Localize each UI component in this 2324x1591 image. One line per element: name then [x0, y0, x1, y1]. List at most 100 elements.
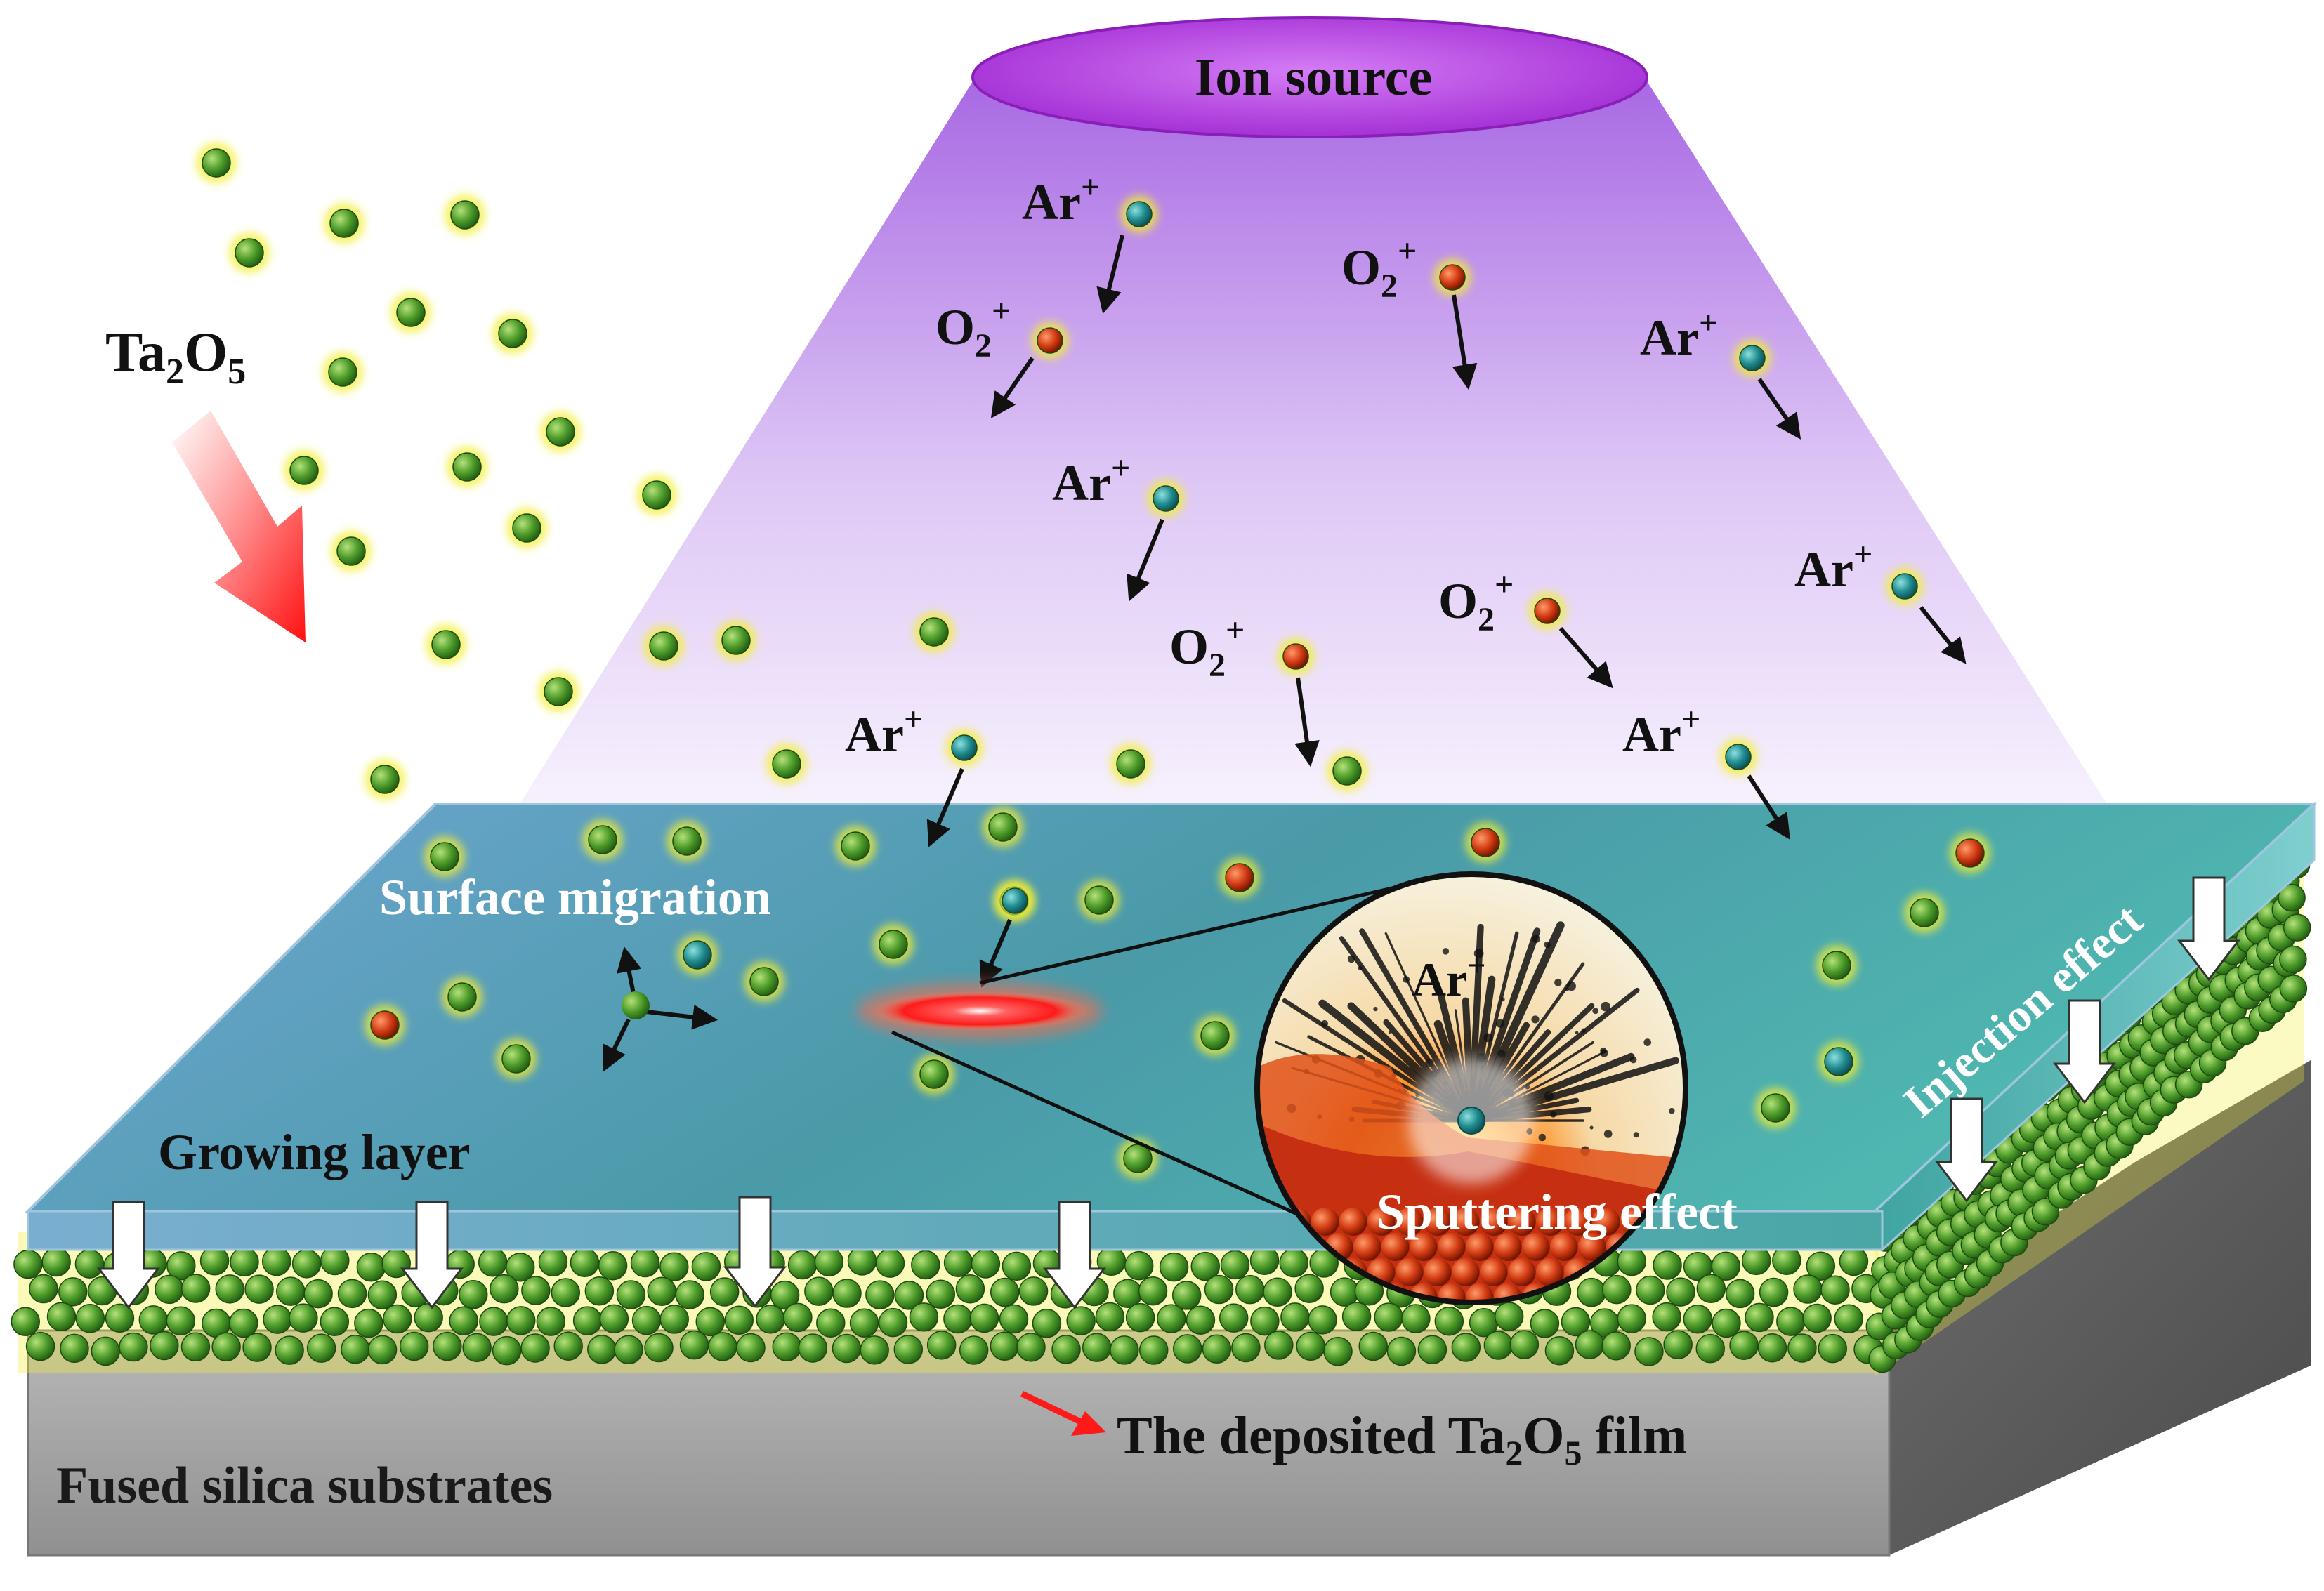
- film-particle: [276, 1276, 306, 1306]
- ion-particle: [1733, 339, 1771, 377]
- inset-atom: [1465, 1233, 1494, 1261]
- film-particle: [1263, 1277, 1292, 1307]
- film-particle: [2279, 945, 2307, 974]
- film-particle: [1451, 1333, 1481, 1362]
- incident-arrow: [979, 918, 1012, 988]
- ion-label: Ar+: [1640, 304, 1718, 366]
- film-particle: [29, 1274, 58, 1304]
- film-particle: [1711, 1251, 1741, 1281]
- film-particle: [520, 1333, 550, 1363]
- ion-arrow: [1919, 606, 1967, 664]
- sputter-fragment: [1565, 987, 1569, 991]
- film-particle: [303, 1279, 333, 1309]
- film-particle: [1294, 1274, 1324, 1303]
- ion-arrow: [1127, 518, 1164, 602]
- inset-atom: [1465, 1283, 1494, 1302]
- ta2o5-particles: [196, 143, 1990, 1179]
- ta2o5-particle: [1327, 751, 1367, 791]
- film-particle: [2279, 975, 2308, 1003]
- deposited-film-label: The deposited Ta2O5 film: [1117, 1406, 1687, 1472]
- inset-atom: [1437, 1283, 1466, 1302]
- inset-atom: [1409, 1233, 1438, 1261]
- film-particle: [13, 1249, 43, 1279]
- sputter-fragment: [1347, 955, 1355, 963]
- sputter-fragment: [1525, 1085, 1530, 1090]
- film-particle: [1602, 1274, 1632, 1305]
- film-particle: [74, 1249, 105, 1279]
- film-particle: [433, 1331, 462, 1361]
- film-particle: [166, 1251, 196, 1281]
- film-particle: [275, 1335, 304, 1365]
- ion-label: O2+: [935, 292, 1011, 364]
- film-particle: [2278, 883, 2306, 912]
- ion-label: Ar+: [1622, 701, 1700, 763]
- ion-label: O2+: [1438, 566, 1514, 638]
- incident-ar-ion: [996, 882, 1034, 920]
- ta2o5-particle: [1110, 744, 1151, 784]
- ta2o5-flux-arrow: [172, 411, 306, 642]
- film-particle: [1575, 1330, 1605, 1359]
- film-particle: [708, 1332, 737, 1361]
- film-particle: [1186, 1305, 1216, 1335]
- film-particle: [847, 1246, 877, 1276]
- ion-source-label: Ion source: [1195, 48, 1433, 107]
- sputter-fragment: [1581, 1028, 1586, 1033]
- film-particle: [230, 1247, 259, 1277]
- growth-arrow: [96, 1201, 161, 1309]
- film-particle: [1652, 1302, 1681, 1332]
- ion-arrow: [1757, 378, 1801, 440]
- film-particle: [736, 1333, 766, 1363]
- sputter-fragment: [1589, 1125, 1594, 1130]
- film-particle: [199, 1246, 230, 1276]
- ion-ar: Ar+: [1622, 701, 1790, 840]
- film-particle: [969, 1303, 999, 1333]
- ta2o5-particle: [835, 826, 876, 866]
- growth-arrows: [96, 876, 2241, 1309]
- ta2o5-particle: [643, 626, 684, 666]
- ta2o5-particle: [540, 411, 581, 452]
- film-particle: [878, 1307, 908, 1338]
- sputter-fragment: [1403, 976, 1410, 983]
- film-particle: [894, 1281, 924, 1310]
- film-particle: [1171, 1281, 1202, 1310]
- ta2o5-particle: [426, 624, 466, 665]
- film-particle: [166, 1306, 196, 1336]
- film-particle: [1530, 1309, 1560, 1338]
- film-particle: [959, 1335, 989, 1365]
- ta2o5-particle: [914, 1054, 954, 1095]
- inset-atom: [1395, 1258, 1424, 1286]
- film-particle: [616, 1280, 646, 1309]
- film-particle: [1806, 1251, 1836, 1281]
- inset-atom: [1339, 1208, 1367, 1236]
- film-particle: [261, 1246, 291, 1276]
- inset-atom: [1591, 1208, 1620, 1236]
- film-particle: [1386, 1336, 1417, 1366]
- sputter-fragment: [1629, 1056, 1637, 1064]
- growth-arrow: [1934, 1097, 1999, 1203]
- film-particle: [320, 1246, 350, 1276]
- film-particle: [630, 1248, 660, 1278]
- film-particle: [971, 1249, 1001, 1279]
- sputtering-effect-label: Sputtering effect: [1377, 1184, 1738, 1240]
- inset-atom: [1563, 1208, 1592, 1236]
- sputter-fragment: [1575, 1031, 1579, 1035]
- ion-arrow: [1294, 677, 1320, 767]
- ion-arrow: [926, 767, 964, 847]
- ta2o5-particle: [447, 447, 487, 487]
- film-particle: [1235, 1274, 1265, 1305]
- film-particle: [60, 1333, 89, 1364]
- film-particle: [1577, 1277, 1606, 1307]
- film-particle: [490, 1274, 519, 1304]
- film-particle: [25, 1331, 55, 1361]
- film-particle: [1095, 1302, 1125, 1332]
- sputter-fragment: [1442, 948, 1450, 955]
- film-particle: [1561, 1307, 1591, 1337]
- film-particle: [2283, 913, 2311, 942]
- inset-atom: [1507, 1258, 1536, 1286]
- ta2o5-particle: [506, 508, 547, 548]
- film-particle: [1757, 1333, 1787, 1363]
- ion-ar: Ar+: [1794, 536, 1967, 664]
- ion-particle: [1120, 195, 1158, 233]
- sputter-fragment: [1373, 1007, 1378, 1012]
- film-particle: [150, 1331, 179, 1361]
